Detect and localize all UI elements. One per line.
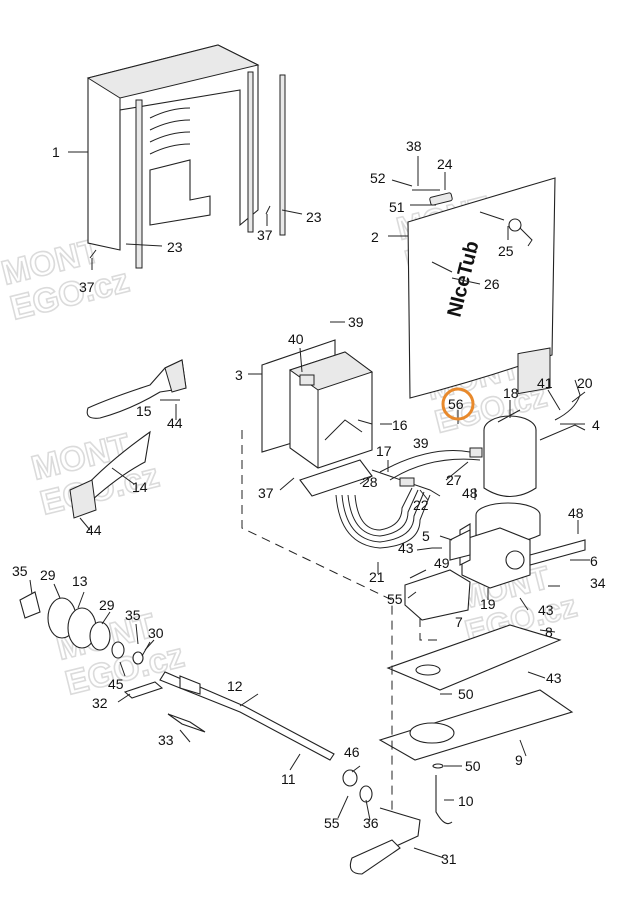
callout-43-left: 43 — [398, 540, 414, 556]
part-front-panel: NIceTub — [407, 177, 556, 399]
callout-39-top: 39 — [348, 314, 364, 330]
part-control-unit — [261, 339, 374, 469]
callout-37-top: 37 — [257, 227, 273, 243]
callout-38: 38 — [406, 138, 422, 154]
callout-27: 27 — [446, 472, 462, 488]
callout-33: 33 — [158, 732, 174, 748]
callout-46: 46 — [344, 744, 360, 760]
part-motor-assembly — [459, 347, 586, 589]
callout-48-right: 48 — [568, 505, 584, 521]
callout-44-bottom: 44 — [86, 522, 102, 538]
callout-37-mid: 37 — [258, 485, 274, 501]
callout-30: 30 — [148, 625, 164, 641]
callout-35-right: 35 — [125, 607, 141, 623]
leader-lines — [29, 151, 590, 859]
callout-37-left: 37 — [79, 279, 95, 295]
part-wiring-harness — [299, 447, 483, 549]
part-shaft-assembly — [19, 591, 421, 875]
callout-5: 5 — [422, 528, 430, 544]
part-cover — [86, 44, 286, 269]
callout-25: 25 — [498, 243, 514, 259]
callout-1: 1 — [52, 144, 60, 160]
callout-31: 31 — [441, 851, 457, 867]
callout-29-left: 29 — [40, 567, 56, 583]
callout-15: 15 — [136, 403, 152, 419]
callout-14: 14 — [132, 479, 148, 495]
callout-labels: 1 2 3 4 5 6 7 8 9 10 11 12 13 14 15 16 1… — [12, 138, 606, 867]
callout-55-bottom: 55 — [324, 815, 340, 831]
callout-50-bottom: 50 — [465, 758, 481, 774]
callout-43-mid: 43 — [538, 602, 554, 618]
callout-28: 28 — [362, 474, 378, 490]
callout-34: 34 — [590, 575, 606, 591]
callout-35-left: 35 — [12, 563, 28, 579]
callout-44-top: 44 — [167, 415, 183, 431]
callout-55-left: 55 — [387, 591, 403, 607]
callout-2: 2 — [371, 229, 379, 245]
callout-41: 41 — [537, 375, 553, 391]
callout-29-right: 29 — [99, 597, 115, 613]
callout-52: 52 — [370, 170, 386, 186]
part-release-lever — [69, 359, 187, 519]
callout-23-right: 23 — [306, 209, 322, 225]
callout-7: 7 — [455, 614, 463, 630]
callout-10: 10 — [458, 793, 474, 809]
callout-18: 18 — [503, 385, 519, 401]
callout-23-left: 23 — [167, 239, 183, 255]
callout-20: 20 — [577, 375, 593, 391]
callout-6: 6 — [590, 553, 598, 569]
callout-50-top: 50 — [458, 686, 474, 702]
assembly-guide-lines — [241, 430, 440, 810]
callout-40: 40 — [288, 331, 304, 347]
part-mounting-plates — [378, 529, 574, 825]
callout-9: 9 — [515, 752, 523, 768]
callout-32: 32 — [92, 695, 108, 711]
callout-11: 11 — [281, 771, 296, 787]
callout-49: 49 — [434, 555, 450, 571]
callout-48-left: 48 — [462, 485, 478, 501]
callout-36: 36 — [363, 815, 379, 831]
callout-51: 51 — [389, 199, 405, 215]
callout-21: 21 — [369, 569, 385, 585]
callout-4: 4 — [592, 417, 600, 433]
callout-45: 45 — [108, 676, 124, 692]
callout-56: 56 — [448, 396, 464, 412]
callout-22: 22 — [413, 497, 429, 513]
callout-17: 17 — [376, 443, 392, 459]
callout-8: 8 — [545, 624, 553, 640]
callout-16: 16 — [392, 417, 408, 433]
callout-3: 3 — [235, 367, 243, 383]
callout-19: 19 — [480, 596, 496, 612]
callout-12: 12 — [227, 678, 243, 694]
callout-24: 24 — [437, 156, 453, 172]
callout-13: 13 — [72, 573, 88, 589]
callout-26: 26 — [484, 276, 500, 292]
highlight-ring — [441, 387, 475, 421]
callout-43-bottom: 43 — [546, 670, 562, 686]
callout-39-mid: 39 — [413, 435, 429, 451]
